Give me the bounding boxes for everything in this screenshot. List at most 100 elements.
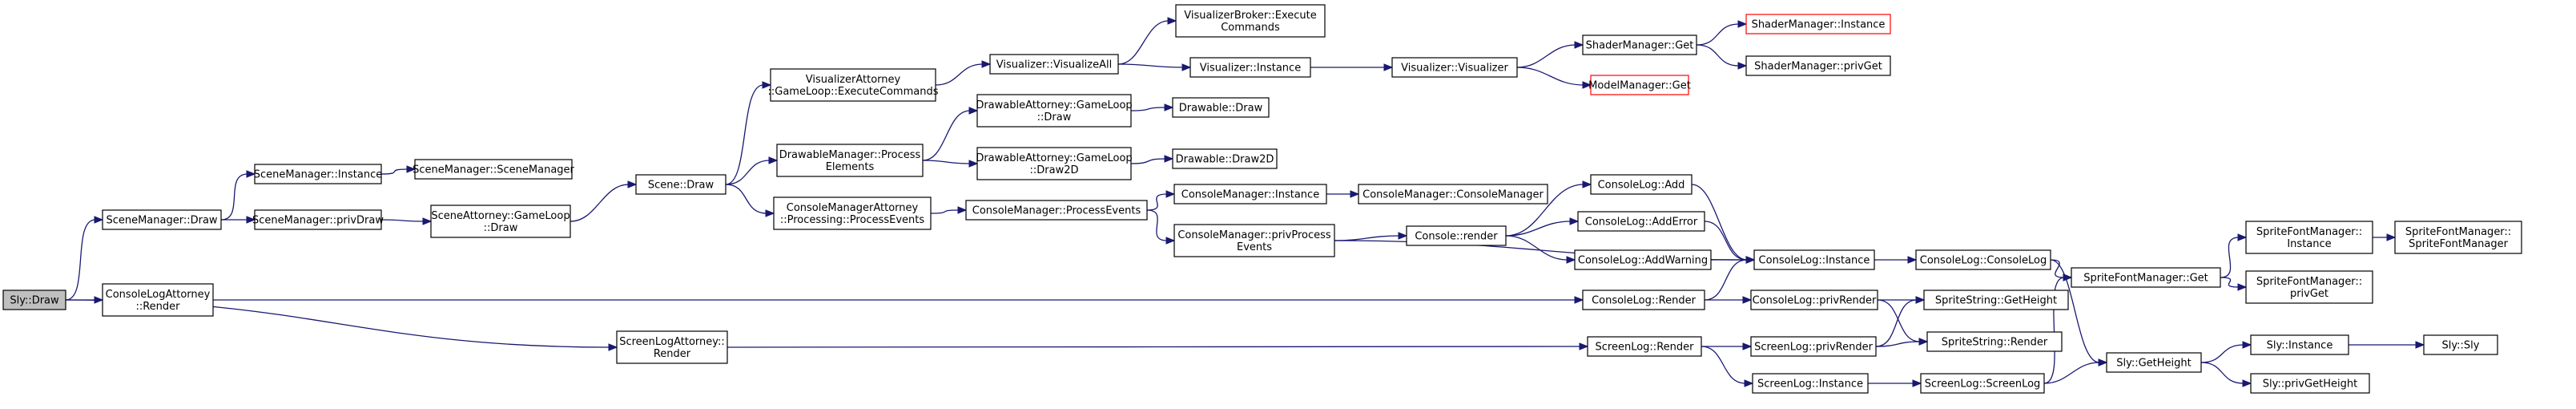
node-sly-getheight[interactable]: Sly::GetHeight [2106,352,2202,373]
node-spritefontmgr-instance[interactable]: SpriteFontManager::Instance [2245,221,2373,254]
call-edge [570,180,638,222]
node-shadermgr-privget[interactable]: ShaderManager::privGet [1745,55,1891,76]
arrowhead-icon [2237,233,2248,241]
node-label: ConsoleLog::ConsoleLog [1920,255,2047,267]
node-scene-draw[interactable]: Scene::Draw [635,174,727,195]
call-edge [2200,341,2252,363]
call-edge [65,216,104,301]
node-visatt-exec[interactable]: VisualizerAttorney::GameLoop::ExecuteCom… [768,68,939,102]
edge-line [570,184,630,222]
node-screenlog-ctor[interactable]: ScreenLog::ScreenLog [1920,373,2045,394]
node-label: DrawableAttorney::GameLoop [976,99,1132,111]
node-consolelog-render[interactable]: ConsoleLog::Render [1582,290,1705,310]
edge-line [725,160,771,185]
edge-line [1704,221,1748,261]
node-screenlogatt-render[interactable]: ScreenLogAttorney::Render [616,330,728,364]
node-label: ::Processing::ProcessEvents [780,214,924,226]
node-vis-visualizeall[interactable]: Visualizer::VisualizeAll [989,54,1119,75]
node-box [1745,14,1891,34]
call-edge [1130,103,1174,111]
node-label: SpriteFontManager:: [2256,276,2362,288]
arrowhead-icon [1383,63,1394,71]
edge-line [922,160,971,164]
node-vis-ctor[interactable]: Visualizer::Visualizer [1391,57,1518,78]
node-modelmgr-get[interactable]: ModelManager::Get [1588,75,1691,95]
edge-line [935,63,984,86]
node-box [1391,57,1518,78]
node-spritefontmgr-ctor[interactable]: SpriteFontManager::SpriteFontManager [2394,221,2522,254]
node-spritefontmgr-get[interactable]: SpriteFontManager::Get [2071,267,2221,288]
node-drawable-draw[interactable]: Drawable::Draw [1172,97,1270,118]
call-edge [1117,17,1177,65]
node-box [102,283,214,317]
node-consolemgr-process[interactable]: ConsoleManager::ProcessEvents [965,200,1148,221]
node-sly-draw[interactable]: Sly::Draw [2,290,66,310]
call-edge [1505,180,1592,237]
node-box [1175,4,1326,38]
node-label: Console::render [1415,231,1498,243]
node-visbroker-exec[interactable]: VisualizerBroker::ExecuteCommands [1175,4,1326,38]
node-label: Instance [2287,238,2331,250]
node-drawatt-draw[interactable]: DrawableAttorney::GameLoop::Draw [976,94,1133,128]
node-scenemgr-draw[interactable]: SceneManager::Draw [102,209,222,230]
node-drawatt-draw2d[interactable]: DrawableAttorney::GameLoop::Draw2D [976,147,1133,180]
node-screenlog-privrender[interactable]: ScreenLog::privRender [1750,336,1877,357]
node-label: privGet [2290,288,2328,300]
node-spritefontmgr-privget[interactable]: SpriteFontManager::privGet [2245,270,2373,304]
call-edge [1875,296,1926,347]
call-edge [725,156,779,185]
arrowhead-icon [2098,358,2108,366]
node-spritestring-getheight[interactable]: SpriteString::GetHeight [1923,290,2069,310]
node-consolemgr-ctor[interactable]: ConsoleManager::ConsoleManager [1358,184,1548,204]
node-scenemgr-ctor[interactable]: SceneManager::SceneManager [413,159,575,180]
node-screenlog-render[interactable]: ScreenLog::Render [1587,336,1702,357]
node-label: Sly::Sly [2442,340,2480,352]
node-box [254,164,382,184]
node-consolelog-ctor[interactable]: ConsoleLog::ConsoleLog [1915,249,2051,270]
node-sly-privgetheight[interactable]: Sly::privGetHeight [2250,373,2370,394]
arrowhead-icon [1350,190,1360,198]
edge-line [1117,20,1169,65]
node-spritestring-render[interactable]: SpriteString::Render [1926,331,2063,352]
node-scenemgr-privdraw[interactable]: SceneManager::privDraw [252,209,384,230]
arrowhead-icon [1574,41,1584,49]
arrowhead-icon [422,217,433,225]
node-consolelog-privrender[interactable]: ConsoleLog::privRender [1750,290,1878,310]
node-box [1172,97,1270,118]
node-label: DrawableManager::Process [779,149,921,161]
node-label: SpriteFontManager::Get [2083,273,2208,285]
node-consolelog-add[interactable]: ConsoleLog::Add [1590,174,1693,195]
node-shadermgr-instance[interactable]: ShaderManager::Instance [1745,14,1891,34]
node-shadermgr-get[interactable]: ShaderManager::Get [1582,34,1697,55]
node-sceneatt-draw[interactable]: SceneAttorney::GameLoop::Draw [430,204,571,238]
arrowhead-icon [1742,296,1753,304]
call-edge [220,170,256,221]
node-consolelog-addwarning[interactable]: ConsoleLog::AddWarning [1574,249,1712,270]
node-box [2245,221,2373,254]
arrowhead-icon [768,156,779,164]
node-label: SpriteString::GetHeight [1935,295,2057,307]
node-sly-instance[interactable]: Sly::Instance [2250,334,2349,355]
node-consolelogatt-render[interactable]: ConsoleLogAttorney::Render [102,283,214,317]
node-drawable-draw2d[interactable]: Drawable::Draw2D [1172,148,1278,169]
node-sly-ctor[interactable]: Sly::Sly [2423,334,2498,355]
node-consolemgratt-process[interactable]: ConsoleManagerAttorney::Processing::Proc… [773,196,932,230]
node-vis-instance[interactable]: Visualizer::Instance [1189,57,1311,78]
node-consolelog-instance[interactable]: ConsoleLog::Instance [1753,249,1875,270]
arrowhead-icon [1164,155,1174,163]
node-box [2106,352,2202,373]
node-console-render[interactable]: Console::render [1406,225,1507,246]
arrowhead-icon [2415,341,2425,349]
edge-line [2220,277,2240,288]
node-label: SpriteFontManager:: [2256,226,2362,238]
node-consolelog-adderror[interactable]: ConsoleLog::AddError [1577,211,1705,232]
node-consolemgr-instance[interactable]: ConsoleManager::Instance [1173,184,1327,204]
node-scenemgr-instance[interactable]: SceneManager::Instance [254,164,382,184]
edge-line [380,168,409,175]
call-edge [2220,277,2248,291]
node-screenlog-instance[interactable]: ScreenLog::Instance [1752,373,1869,394]
call-edge [1701,346,1754,387]
edge-line [922,110,971,161]
